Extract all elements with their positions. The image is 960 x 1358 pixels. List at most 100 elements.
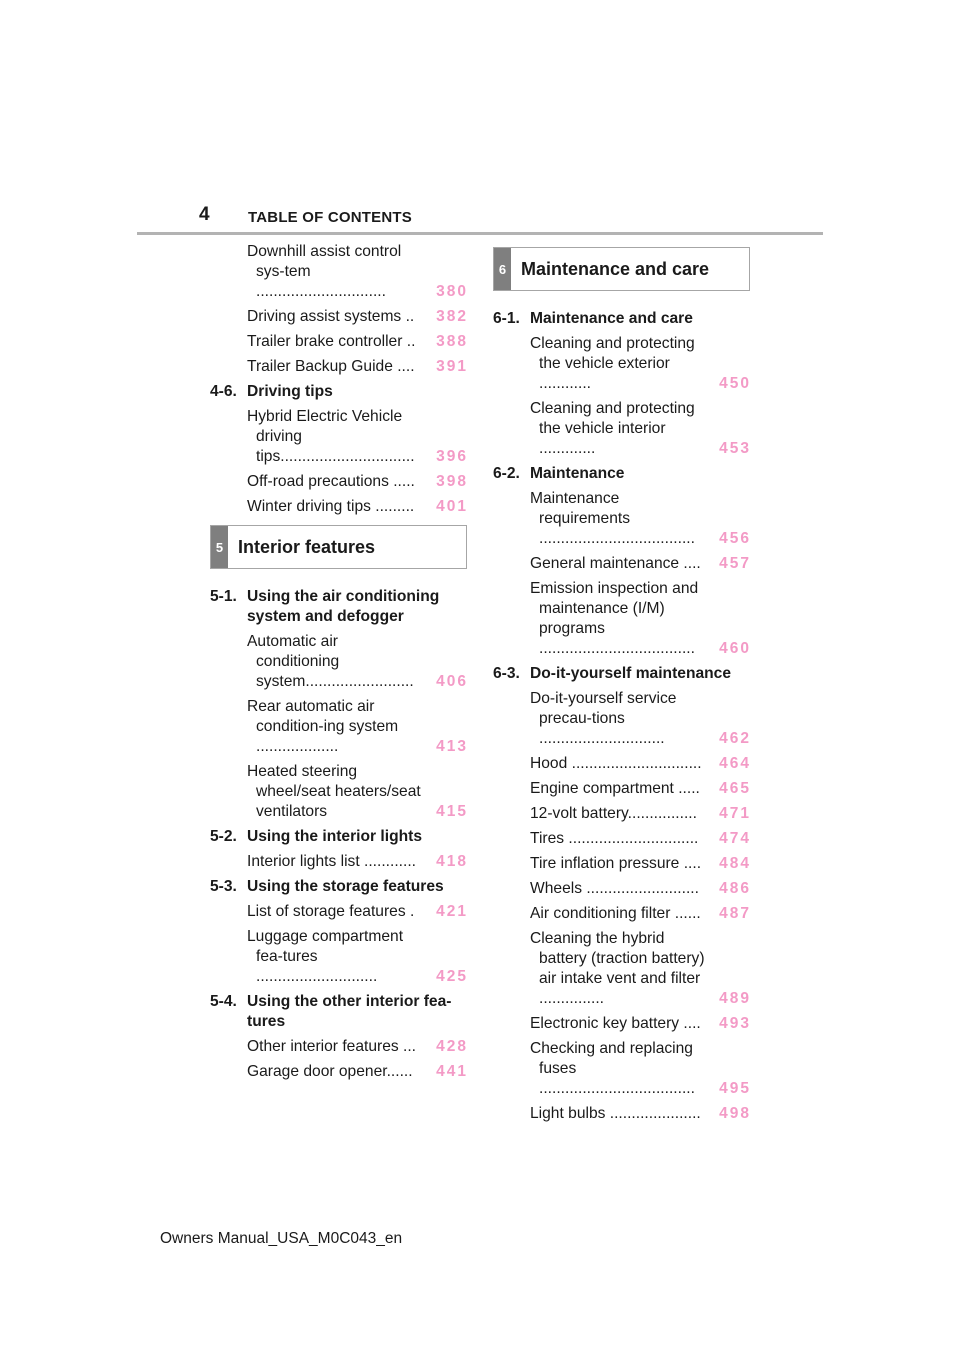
section-number: 6-2. [493, 465, 520, 482]
toc-entry-title: Rear automatic air condition-ing system … [247, 698, 399, 755]
toc-entry-title: Hood .............................. [530, 755, 702, 772]
toc-entry[interactable]: Interior lights list ............ 418 [210, 852, 472, 872]
toc-entry-page-link[interactable]: 489 [719, 990, 751, 1007]
toc-entry-page-link[interactable]: 388 [436, 333, 468, 350]
toc-entry-page-link[interactable]: 428 [436, 1038, 468, 1055]
toc-entry[interactable]: Luggage compartment fea-tures ..........… [210, 927, 472, 987]
chapter-tab: 6 [494, 248, 511, 290]
toc-entry-page-link[interactable]: 453 [719, 440, 751, 457]
toc-entry[interactable]: Engine compartment .....465 [493, 779, 755, 799]
section-title: Do-it-yourself maintenance [530, 665, 732, 682]
section-heading: 6-2. Maintenance [493, 464, 755, 484]
section-number: 5-4. [210, 993, 237, 1010]
toc-entry-page-link[interactable]: 418 [436, 853, 468, 870]
toc-entry-page-link[interactable]: 498 [719, 1105, 751, 1122]
toc-entry-page-link[interactable]: 493 [719, 1015, 751, 1032]
toc-entry-title: Off-road precautions ..... [247, 473, 415, 490]
section-number: 4-6. [210, 383, 237, 400]
toc-entry[interactable]: Rear automatic air condition-ing system … [210, 697, 472, 757]
toc-entry-page-link[interactable]: 421 [436, 903, 468, 920]
section-number: 5-3. [210, 878, 237, 895]
toc-entry-title: Cleaning and protecting the vehicle inte… [530, 400, 695, 457]
toc-entry[interactable]: Wheels ..........................486 [493, 879, 755, 899]
toc-entry-title: Light bulbs ..................... [530, 1105, 701, 1122]
toc-entry[interactable]: Other interior features ... 428 [210, 1037, 472, 1057]
toc-entry-page-link[interactable]: 391 [436, 358, 468, 375]
toc-entry-title: Do-it-yourself service precau-tions ....… [530, 690, 677, 747]
toc-entry-title: Downhill assist control sys-tem ........… [247, 243, 402, 300]
toc-entry-page-link[interactable]: 484 [719, 855, 751, 872]
toc-entry-page-link[interactable]: 460 [719, 640, 751, 657]
toc-entry[interactable]: Winter driving tips .........401 [210, 497, 472, 517]
toc-entry[interactable]: Heated steering wheel/seat heaters/seat … [210, 762, 472, 822]
toc-entry[interactable]: Tires .............................. 474 [493, 829, 755, 849]
toc-entry-title: Emission inspection and maintenance (I/M… [530, 580, 699, 657]
toc-entry-page-link[interactable]: 415 [436, 803, 468, 820]
section-title: Using the storage features [247, 878, 444, 895]
toc-entry-page-link[interactable]: 425 [436, 968, 468, 985]
toc-entry[interactable]: Hood .............................. 464 [493, 754, 755, 774]
toc-entry-page-link[interactable]: 401 [436, 498, 468, 515]
toc-entry[interactable]: Electronic key battery .... 493 [493, 1014, 755, 1034]
toc-entry-page-link[interactable]: 413 [436, 738, 468, 755]
chapter-title: Interior features [238, 537, 376, 557]
toc-entry[interactable]: Light bulbs ..................... 498 [493, 1104, 755, 1124]
toc-right-column: 6 Maintenance and care 6-1. Maintenance … [493, 247, 755, 1129]
toc-entry[interactable]: Emission inspection and maintenance (I/M… [493, 579, 755, 659]
toc-entry[interactable]: General maintenance .... 457 [493, 554, 755, 574]
toc-entry-page-link[interactable]: 456 [719, 530, 751, 547]
toc-entry[interactable]: Maintenance requirements ...............… [493, 489, 755, 549]
toc-entry[interactable]: Trailer Backup Guide ....391 [210, 357, 472, 377]
toc-entry-page-link[interactable]: 462 [719, 730, 751, 747]
toc-entry-title: Garage door opener...... [247, 1063, 413, 1080]
toc-entry[interactable]: Garage door opener...... 441 [210, 1062, 472, 1082]
chapter-5-box[interactable]: 5 Interior features [210, 525, 467, 569]
toc-entry-title: Tires .............................. [530, 830, 699, 847]
toc-entry[interactable]: List of storage features .421 [210, 902, 472, 922]
toc-entry-title: Tire inflation pressure .... [530, 855, 702, 872]
toc-entry-title: Automatic air conditioning system.......… [247, 633, 414, 690]
toc-entry[interactable]: Downhill assist control sys-tem ........… [210, 242, 472, 302]
toc-entry-title: Interior lights list ............ [247, 853, 416, 870]
toc-entry-page-link[interactable]: 487 [719, 905, 751, 922]
toc-entry-page-link[interactable]: 450 [719, 375, 751, 392]
toc-entry-page-link[interactable]: 464 [719, 755, 751, 772]
toc-entry-page-link[interactable]: 495 [719, 1080, 751, 1097]
toc-entry[interactable]: Cleaning and protecting the vehicle exte… [493, 334, 755, 394]
chapter-6-box[interactable]: 6 Maintenance and care [493, 247, 750, 291]
toc-entry-page-link[interactable]: 382 [436, 308, 468, 325]
toc-entry[interactable]: 12-volt battery................ 471 [493, 804, 755, 824]
toc-entry[interactable]: Air conditioning filter ......487 [493, 904, 755, 924]
toc-entry-page-link[interactable]: 398 [436, 473, 468, 490]
toc-entry[interactable]: Tire inflation pressure .... 484 [493, 854, 755, 874]
toc-entry[interactable]: Trailer brake controller ..388 [210, 332, 472, 352]
section-number: 5-2. [210, 828, 237, 845]
page-number: 4 [199, 204, 210, 225]
toc-entry[interactable]: Driving assist systems .. 382 [210, 307, 472, 327]
toc-entry-page-link[interactable]: 465 [719, 780, 751, 797]
toc-entry-title: General maintenance .... [530, 555, 701, 572]
section-heading: 6-1. Maintenance and care [493, 309, 755, 329]
toc-entry-title: Electronic key battery .... [530, 1015, 701, 1032]
section-title: Driving tips [247, 383, 333, 400]
toc-entry[interactable]: Hybrid Electric Vehicle driving tips....… [210, 407, 472, 467]
toc-entry[interactable]: Automatic air conditioning system.......… [210, 632, 472, 692]
toc-entry-page-link[interactable]: 441 [436, 1063, 468, 1080]
toc-entry-page-link[interactable]: 474 [719, 830, 751, 847]
toc-entry-page-link[interactable]: 486 [719, 880, 751, 897]
toc-entry-page-link[interactable]: 406 [436, 673, 468, 690]
toc-entry[interactable]: Cleaning the hybrid battery (traction ba… [493, 929, 755, 1009]
toc-entry-title: Other interior features ... [247, 1038, 417, 1055]
toc-entry[interactable]: Checking and replacing fuses ...........… [493, 1039, 755, 1099]
toc-entry-title: Driving assist systems .. [247, 308, 415, 325]
toc-entry-page-link[interactable]: 457 [719, 555, 751, 572]
toc-entry[interactable]: Do-it-yourself service precau-tions ....… [493, 689, 755, 749]
toc-entry-page-link[interactable]: 396 [436, 448, 468, 465]
toc-entry-title: 12-volt battery................ [530, 805, 697, 822]
toc-entry-page-link[interactable]: 380 [436, 283, 468, 300]
toc-entry[interactable]: Off-road precautions ..... 398 [210, 472, 472, 492]
toc-entry-page-link[interactable]: 471 [719, 805, 751, 822]
toc-left-column: Downhill assist control sys-tem ........… [210, 242, 472, 1087]
toc-entry-title: Cleaning the hybrid battery (traction ba… [530, 930, 705, 1007]
toc-entry[interactable]: Cleaning and protecting the vehicle inte… [493, 399, 755, 459]
